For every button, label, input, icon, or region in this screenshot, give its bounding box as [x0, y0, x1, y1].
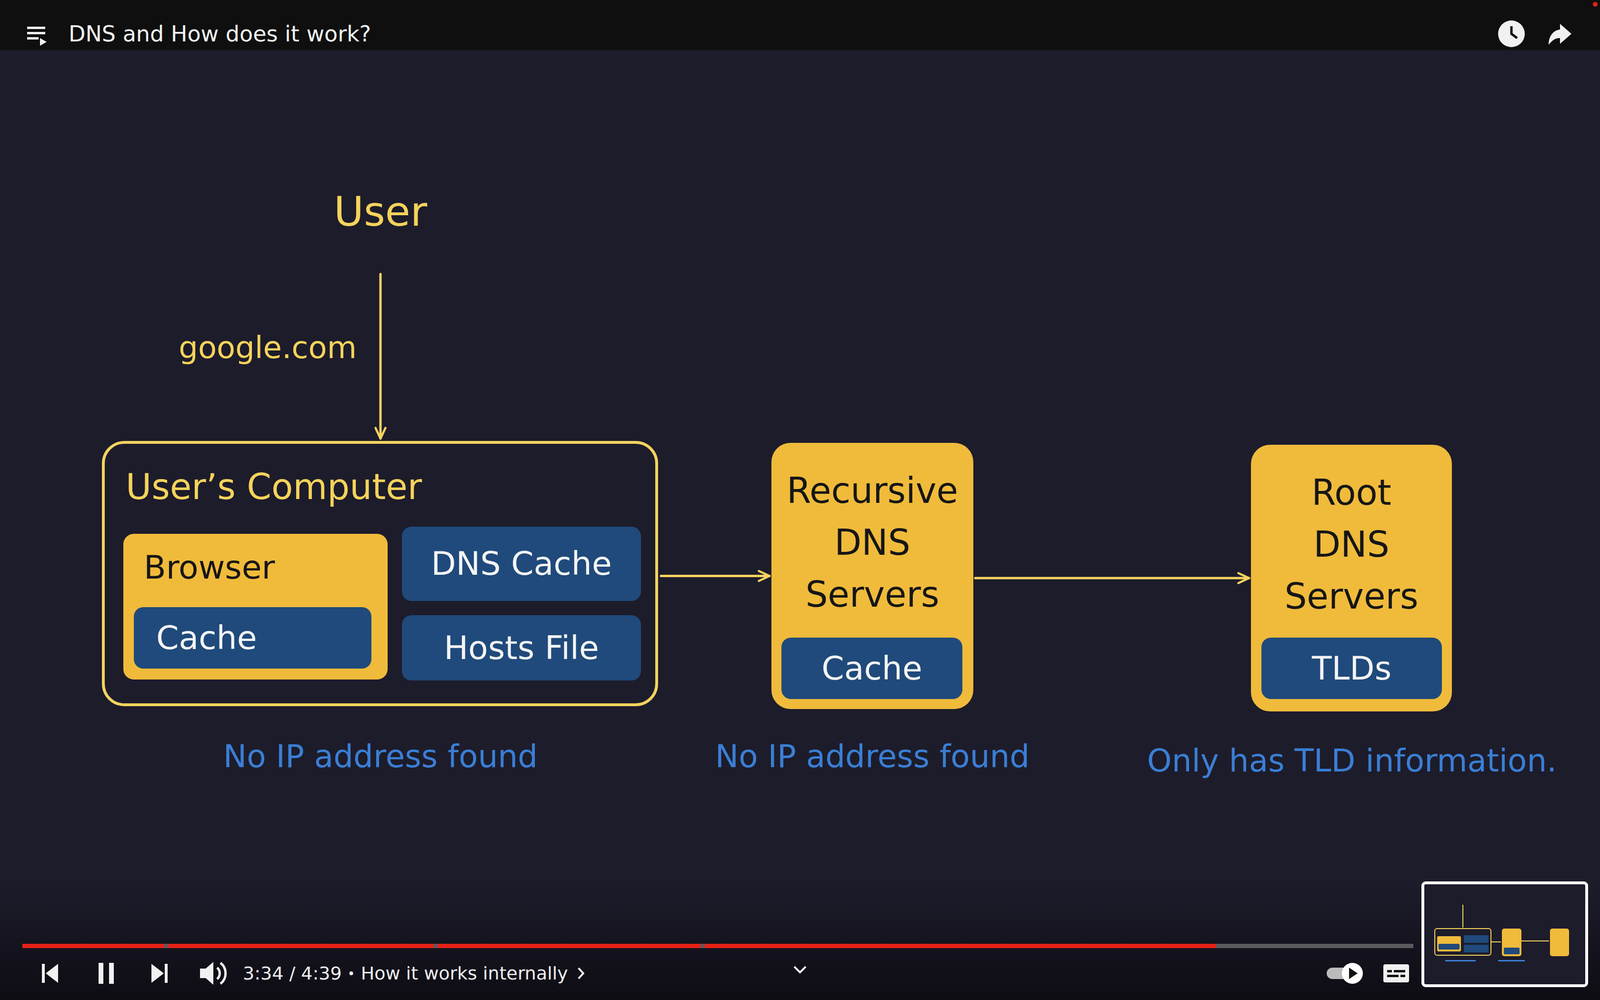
text-block: DNS Cache — [430, 544, 612, 584]
icon-triangle — [40, 38, 47, 46]
status-note: No IP address found — [223, 738, 538, 775]
mini-arrow — [1521, 940, 1550, 942]
cache-box: Cache — [781, 637, 963, 700]
text-block: TLDs — [1311, 649, 1392, 689]
chapter-title: How it works internally — [360, 962, 569, 984]
share-icon — [1548, 23, 1572, 45]
flow-arrow — [660, 574, 770, 578]
volume-icon — [200, 961, 226, 985]
sound-wave — [220, 962, 226, 984]
text-block: Cache — [156, 618, 257, 658]
subtitles-icon — [1383, 964, 1410, 983]
edge-label: google.com — [178, 330, 357, 366]
playlist-icon — [27, 26, 47, 46]
progress-segment — [22, 943, 165, 949]
icon-bar — [1387, 970, 1392, 973]
top-bar — [0, 0, 1600, 50]
mini-arrow — [1462, 904, 1464, 928]
cache-box: DNS Cache — [401, 526, 641, 601]
thumbnail-frame — [1422, 882, 1587, 986]
mini-box — [1463, 935, 1489, 943]
text-block: User’s Computer — [125, 465, 635, 509]
status-note: Only has TLD information. — [1147, 742, 1558, 780]
notification-dot — [1592, 1, 1598, 7]
node-text: DNS Cache — [430, 544, 612, 584]
text-block: Recursive DNS Servers — [777, 464, 968, 620]
server-box: Recursive DNS ServersCache — [771, 442, 974, 710]
icon-bar — [27, 37, 39, 40]
icon-bar — [98, 962, 104, 984]
actor-label: User — [332, 185, 429, 239]
mini-box — [1503, 947, 1520, 955]
previous-icon — [41, 963, 59, 983]
toggle-knob — [1341, 962, 1363, 984]
text-block: User — [333, 187, 428, 237]
autoplay-toggle — [1326, 962, 1363, 984]
watch-later-icon — [1498, 20, 1525, 48]
icon-bar — [27, 31, 46, 35]
pause-icon — [98, 962, 114, 984]
node-text: Recursive DNS Servers — [777, 464, 968, 620]
time-display: 3:34 / 4:39 — [242, 962, 342, 984]
text-block: Browser — [143, 548, 368, 588]
video-title: DNS and How does it work? — [68, 20, 371, 47]
node-text: TLDs — [1311, 649, 1392, 689]
flow-arrow — [379, 274, 382, 439]
icon-bar — [164, 963, 168, 983]
mini-box — [1437, 936, 1461, 952]
text-block: Cache — [821, 649, 922, 689]
progress-segment — [437, 943, 701, 949]
icon-bar — [1400, 974, 1406, 978]
node-text: Cache — [156, 618, 257, 658]
node-text: User — [333, 187, 428, 237]
icon-bar — [41, 963, 45, 983]
clock-face — [1498, 20, 1525, 48]
mini-box — [1434, 928, 1491, 956]
browser-box: BrowserCache — [123, 533, 388, 680]
icon-bar — [27, 26, 46, 30]
controls-shade — [0, 880, 1600, 1000]
file-box: Hosts File — [401, 615, 641, 681]
mini-arrow — [1490, 941, 1501, 943]
progress-track — [22, 943, 1414, 949]
speaker — [200, 961, 214, 985]
chapter-chevron — [578, 968, 584, 979]
node-text: Hosts File — [443, 628, 600, 668]
mini-note — [1445, 960, 1476, 962]
mini-note — [1498, 960, 1525, 962]
progress-segment — [168, 943, 434, 949]
icon-frame — [1383, 964, 1410, 983]
computer-box: User’s ComputerBrowserCache DNS CacheHost… — [101, 440, 659, 707]
icon-triangle — [45, 963, 59, 983]
preview-thumbnail — [1422, 882, 1587, 986]
text-block: Hosts File — [443, 628, 600, 668]
flow-arrow — [975, 577, 1250, 580]
node-text: Browser — [143, 548, 368, 588]
mini-box — [1463, 944, 1489, 953]
text-block: Root DNS Servers — [1272, 466, 1430, 622]
mini-box — [1501, 928, 1522, 957]
icon-bar — [1393, 970, 1406, 973]
cache-box: Cache — [133, 607, 372, 669]
status-note: No IP address found — [715, 738, 1030, 775]
separator-dot — [349, 971, 354, 976]
node-text: Cache — [821, 649, 922, 689]
icon-bar — [109, 962, 114, 984]
mini-box — [1438, 943, 1460, 950]
icon-triangle — [1349, 967, 1358, 980]
mini-box — [1550, 928, 1570, 957]
server-box: Root DNS ServersTLDs — [1250, 444, 1452, 712]
node-text: Root DNS Servers — [1272, 466, 1430, 622]
sound-wave — [217, 967, 220, 980]
icon-bar — [1387, 974, 1399, 978]
icon-triangle — [151, 963, 164, 983]
node-text: User’s Computer — [125, 465, 635, 509]
tld-box: TLDs — [1261, 637, 1442, 700]
progress-segment — [704, 943, 1217, 949]
clock-hands — [1511, 26, 1518, 39]
next-icon — [151, 963, 168, 983]
expand-chevron — [794, 966, 806, 973]
